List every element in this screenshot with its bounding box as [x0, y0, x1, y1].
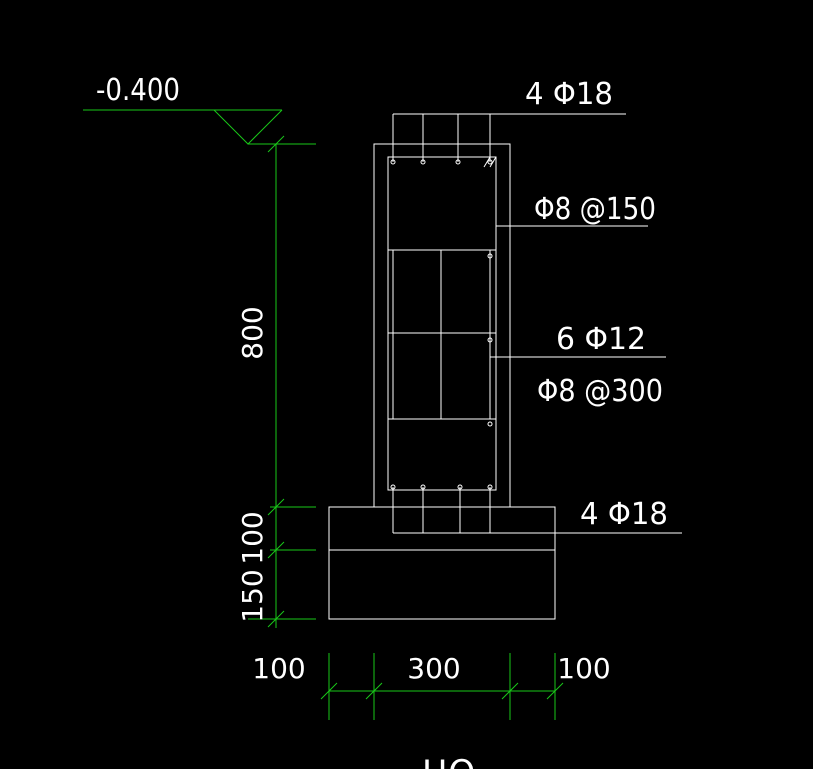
horizontal-dimension-chain — [320, 653, 564, 720]
bottom-rebar-label: 4 Φ18 — [580, 497, 668, 532]
top-rebar-label: 4 Φ18 — [525, 77, 613, 112]
elevation-label: -0.400 — [96, 73, 180, 108]
dim-label-300: 300 — [407, 652, 460, 685]
footing — [328, 506, 556, 620]
section-label: ЦQ — [422, 753, 475, 769]
dim-label-800: 800 — [236, 306, 269, 359]
middle-rebar-label: 6 Φ12 — [556, 322, 646, 357]
dim-label-150: 150 — [236, 569, 269, 622]
dim-label-100-left: 100 — [252, 652, 305, 685]
dim-label-100-vertical: 100 — [236, 511, 269, 564]
wall-section — [373, 143, 511, 508]
top-rebar-leader — [392, 113, 626, 162]
vertical-dimension-chain — [248, 135, 316, 628]
elevation-marker: -0.400 — [83, 73, 316, 145]
stirrup-top-label: Φ8 @150 — [534, 192, 656, 227]
dim-label-100-right: 100 — [557, 652, 610, 685]
bottom-rebar-leader — [392, 487, 682, 534]
stirrup-mid-label: Φ8 @300 — [537, 374, 663, 409]
